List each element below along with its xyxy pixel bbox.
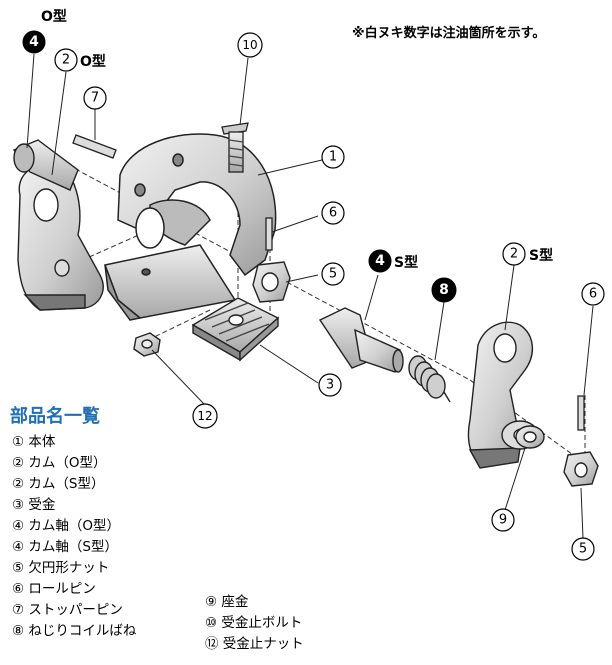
part-item: ④ カム軸（O型） (12, 518, 121, 534)
cam-s-type (467, 321, 539, 469)
half-round-nut-right (563, 451, 599, 487)
callout-10: 10 (237, 32, 263, 58)
main-body (103, 133, 277, 321)
part-item: ⑩ 受金止ボルト (205, 615, 303, 631)
svg-text:7: 7 (91, 91, 99, 106)
part-item: ① 本体 (12, 434, 56, 450)
svg-text:4: 4 (29, 34, 39, 50)
part-item: ③ 受金 (12, 497, 56, 513)
svg-text:4: 4 (375, 253, 385, 269)
cam-shaft-s-type (318, 307, 404, 373)
svg-text:6: 6 (589, 287, 597, 302)
roll-pin-right (577, 395, 585, 431)
callout-5-right: 5 (571, 537, 595, 561)
receiver-nut (133, 332, 161, 357)
callout-markers: 1 10 7 2 4 6 5 3 12 4 8 2 6 9 5 (22, 30, 605, 561)
part-item: ⑧ ねじりコイルばね (12, 623, 137, 639)
callout-3: 3 (318, 373, 342, 397)
receiver-plate (191, 297, 280, 362)
callout-4-o: 4 (22, 30, 46, 54)
o-type-cam-label: O型 (80, 54, 106, 70)
parts-list-column-1: ① 本体 ② カム（O型） ② カム（S型） ③ 受金 ④ カム軸（O型） ④ … (12, 432, 136, 642)
svg-text:8: 8 (439, 282, 449, 298)
svg-text:5: 5 (329, 267, 337, 282)
receiver-bolt (221, 122, 249, 173)
part-item: ⑨ 座金 (205, 594, 249, 610)
svg-text:3: 3 (326, 378, 334, 393)
svg-text:1: 1 (329, 150, 337, 165)
svg-text:5: 5 (579, 542, 587, 557)
stopper-pin (72, 134, 117, 159)
svg-text:10: 10 (242, 38, 257, 52)
callout-8: 8 (431, 277, 457, 303)
s-type-cam-label: S型 (529, 248, 554, 264)
roll-pin-left (265, 217, 273, 251)
cam-shaft-o-type (12, 139, 79, 191)
cam-o-type (17, 163, 104, 311)
callout-5-left: 5 (321, 262, 345, 286)
s-type-axis-label: S型 (394, 255, 419, 271)
callout-9: 9 (491, 508, 515, 532)
callout-7: 7 (83, 86, 107, 110)
svg-text:2: 2 (62, 53, 70, 68)
part-item: ② カム（S型） (12, 476, 105, 492)
leader-lines (26, 53, 594, 539)
half-round-nut-left (252, 261, 291, 303)
callout-6-left: 6 (321, 201, 345, 225)
parts-list-column-2: ⑨ 座金 ⑩ 受金止ボルト ⑫ 受金止ナット (205, 592, 304, 655)
callout-6-right: 6 (581, 282, 605, 306)
parts-list-title: 部品名一覧 (10, 406, 100, 427)
callout-2-s: 2 (502, 242, 526, 266)
part-item: ⑦ ストッパーピン (12, 602, 123, 618)
callout-2-o: 2 (54, 48, 78, 72)
callout-4-s: 4 (368, 249, 392, 273)
part-item: ② カム（O型） (12, 455, 107, 471)
washer (515, 425, 545, 449)
part-item: ⑤ 欠円形ナット (12, 560, 110, 576)
callout-1: 1 (321, 145, 345, 169)
callout-12: 12 (192, 403, 218, 429)
svg-text:9: 9 (499, 513, 507, 528)
o-type-top-label: O型 (41, 9, 67, 25)
svg-text:6: 6 (329, 206, 337, 221)
svg-text:2: 2 (510, 247, 518, 262)
svg-text:12: 12 (197, 409, 212, 423)
part-item: ⑥ ロールピン (12, 581, 96, 597)
part-item: ⑫ 受金止ナット (205, 636, 304, 652)
lubrication-note: ※白ヌキ数字は注油箇所を示す。 (352, 26, 546, 41)
part-item: ④ カム軸（S型） (12, 539, 118, 555)
torsion-coil-spring (408, 355, 451, 403)
